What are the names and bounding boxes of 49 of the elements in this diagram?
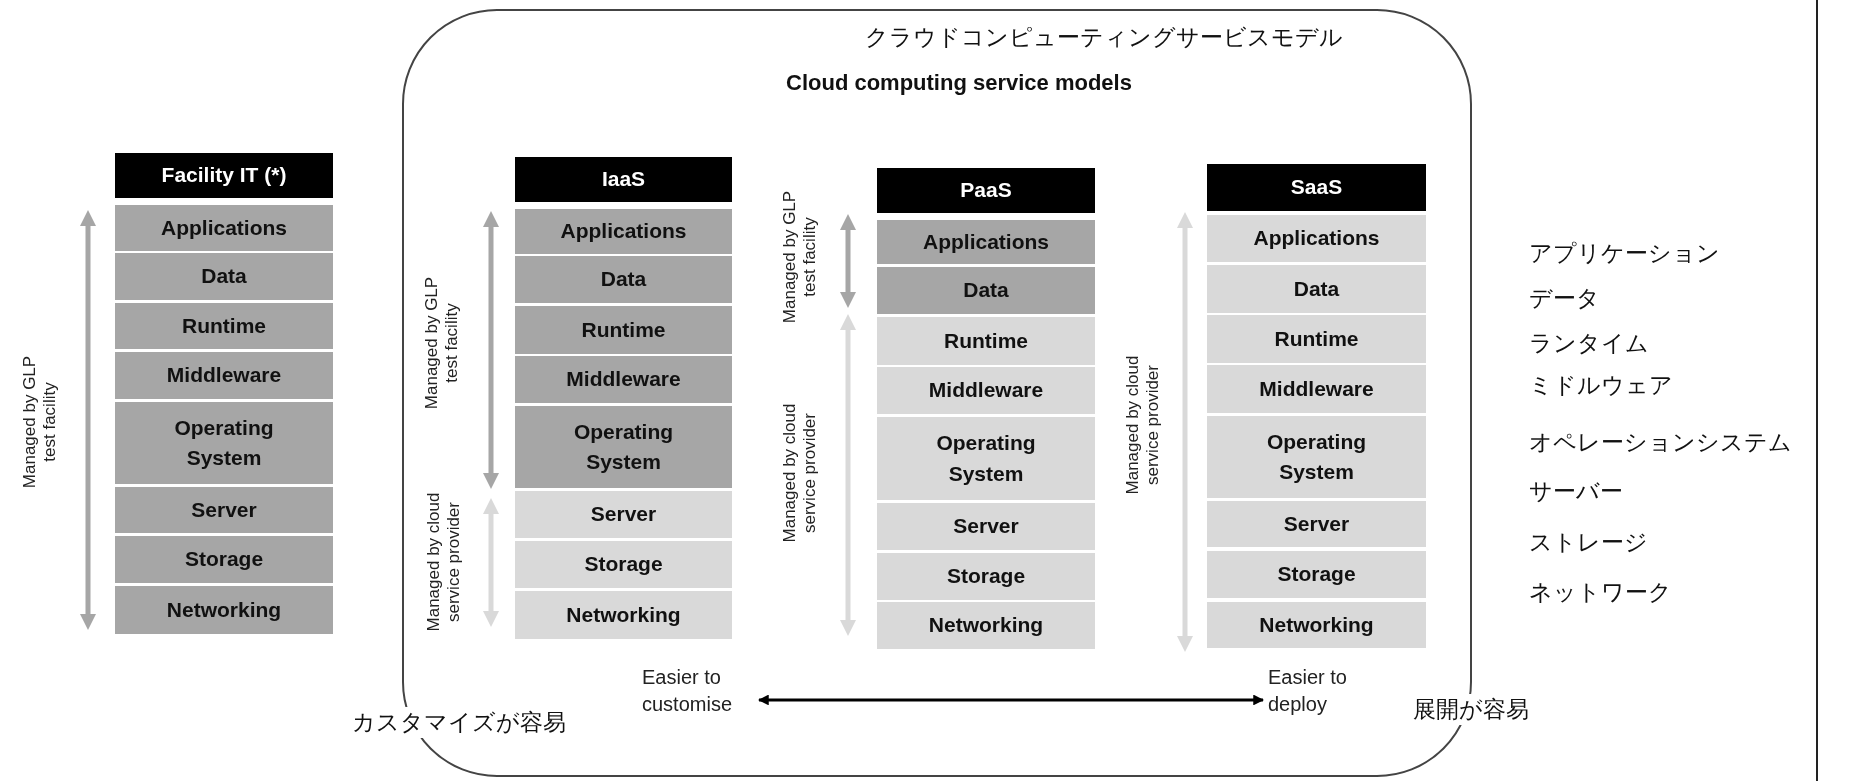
column-header: Facility IT (*) <box>115 153 333 198</box>
layer-box: Runtime <box>877 317 1095 365</box>
layer-box: Applications <box>877 220 1095 264</box>
translation-label: カスタマイズが容易 <box>352 707 566 738</box>
column-header: IaaS <box>515 157 732 202</box>
layer-box: Data <box>115 253 333 300</box>
layer-box: Storage <box>877 553 1095 600</box>
layer-box: Networking <box>1207 602 1426 648</box>
layer-box: Networking <box>515 591 732 639</box>
side-label: Managed by cloud service provider <box>778 402 820 545</box>
layer-box: Operating System <box>1207 416 1426 498</box>
layer-box: Applications <box>515 209 732 254</box>
layer-box: Runtime <box>1207 315 1426 363</box>
side-label: Managed by GLP test facility <box>420 275 462 412</box>
layer-box: Middleware <box>877 367 1095 414</box>
layer-box: Runtime <box>115 303 333 349</box>
layer-box: Runtime <box>515 306 732 354</box>
column-header: SaaS <box>1207 164 1426 211</box>
side-label: Managed by GLP test facility <box>778 189 820 326</box>
layer-box: Server <box>877 503 1095 550</box>
layer-box: Server <box>115 487 333 533</box>
layer-box: Applications <box>115 205 333 251</box>
layer-box: Operating System <box>115 402 333 484</box>
layer-box: Networking <box>115 586 333 634</box>
layer-box: Middleware <box>515 356 732 403</box>
translation-label: 展開が容易 <box>1413 694 1529 725</box>
layer-box: Operating System <box>877 417 1095 500</box>
panel-heading: Cloud computing service models <box>786 70 1132 96</box>
axis-end-label: Easier to customise <box>642 664 754 726</box>
layer-box: Networking <box>877 602 1095 649</box>
layer-box: Middleware <box>1207 365 1426 413</box>
layer-box: Middleware <box>115 352 333 399</box>
axis-end-label: Easier to deploy <box>1268 664 1368 726</box>
side-label: Managed by cloud service provider <box>422 491 464 634</box>
layer-box: Applications <box>1207 215 1426 262</box>
layer-box: Storage <box>515 541 732 588</box>
layer-box: Operating System <box>515 406 732 488</box>
side-label: Managed by GLP test facility <box>18 354 60 491</box>
layer-box: Server <box>1207 501 1426 547</box>
panel-title: クラウドコンピューティングサービスモデル <box>865 24 1343 52</box>
layer-box: Server <box>515 491 732 538</box>
double-arrow <box>757 694 1265 706</box>
layer-box: Storage <box>115 536 333 583</box>
layer-box: Data <box>1207 265 1426 313</box>
layer-box: Data <box>515 256 732 303</box>
column-header: PaaS <box>877 168 1095 213</box>
layer-box: Storage <box>1207 551 1426 598</box>
layer-box: Data <box>877 267 1095 314</box>
side-label: Managed by cloud service provider <box>1121 354 1163 497</box>
